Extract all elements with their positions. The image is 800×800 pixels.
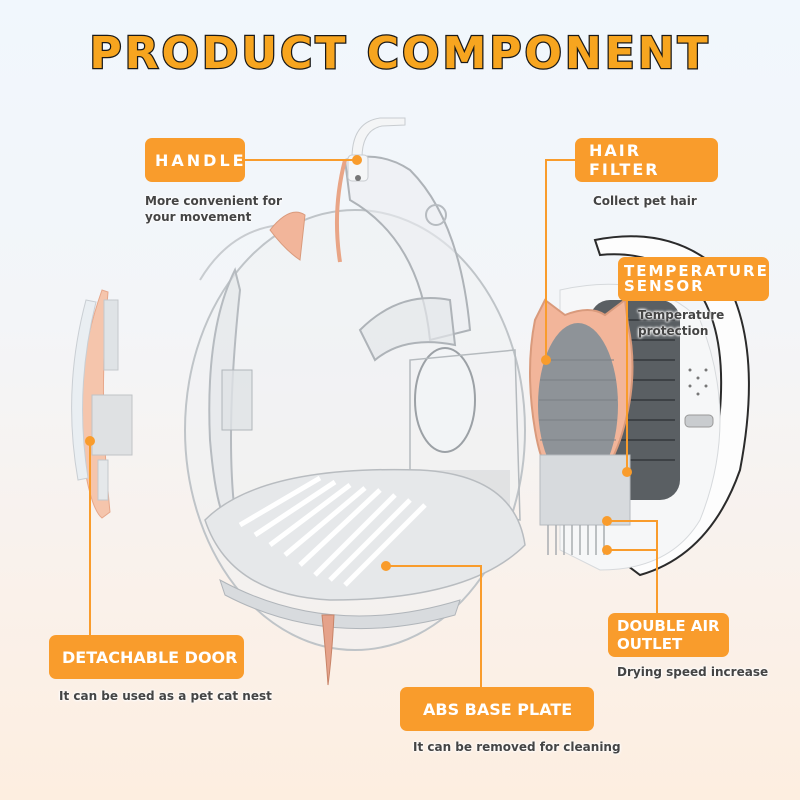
- label-hair-filter: HAIR FILTER: [575, 138, 718, 182]
- desc-temp-line1: Temperature: [638, 308, 725, 322]
- label-outlet-line2: OUTLET: [617, 635, 683, 653]
- desc-temperature-sensor: Temperature protection: [638, 307, 724, 339]
- desc-double-air-outlet: Drying speed increase: [617, 665, 769, 679]
- capsule-body-image: [184, 155, 526, 686]
- connector-temperature-sensor: [626, 301, 628, 471]
- connector-handle: [245, 159, 357, 161]
- label-outlet-line1: DOUBLE AIR: [617, 617, 720, 635]
- label-handle: HANDLE: [145, 138, 245, 182]
- desc-detachable-door: It can be used as a pet cat nest: [59, 689, 272, 703]
- label-abs-base-plate: ABS BASE PLATE: [400, 687, 594, 731]
- pointer-dot-outlet-2: [602, 545, 612, 555]
- detachable-door-image: [71, 289, 133, 519]
- pointer-dot-hair-filter: [541, 355, 551, 365]
- connector-base-v: [480, 565, 482, 689]
- label-double-air-outlet: DOUBLE AIR OUTLET: [608, 613, 729, 657]
- connector-hair-filter-v: [545, 159, 547, 359]
- desc-abs-base-plate: It can be removed for cleaning: [413, 740, 621, 754]
- connector-outlet-v: [656, 520, 658, 615]
- desc-handle-line1: More convenient for: [145, 194, 282, 208]
- label-temp-line2: SENSOR: [624, 277, 705, 295]
- desc-handle-line2: your movement: [145, 210, 252, 224]
- label-hair-filter-text: HAIR FILTER: [589, 141, 660, 179]
- label-door-text: DETACHABLE DOOR: [62, 647, 238, 667]
- desc-hair-filter: Collect pet hair: [593, 194, 697, 208]
- drying-unit-image: [529, 235, 750, 577]
- pointer-dot-door: [85, 436, 95, 446]
- connector-hair-filter-h: [545, 159, 575, 161]
- pointer-dot-outlet-1: [602, 516, 612, 526]
- pointer-dot-temperature-sensor: [622, 467, 632, 477]
- pointer-dot-handle: [352, 155, 362, 165]
- connector-outlet-h1: [608, 520, 658, 522]
- label-temperature-sensor: TEMPERATURE SENSOR: [618, 257, 769, 301]
- label-detachable-door: DETACHABLE DOOR: [49, 635, 244, 679]
- connector-door: [89, 440, 91, 637]
- label-base-text: ABS BASE PLATE: [423, 699, 573, 719]
- label-handle-text: HANDLE: [155, 150, 247, 170]
- label-temp-line1: TEMPERATURE: [624, 262, 769, 280]
- connector-base-h: [386, 565, 482, 567]
- desc-temp-line2: protection: [638, 324, 709, 338]
- desc-handle: More convenient for your movement: [145, 193, 282, 225]
- connector-outlet-h2: [608, 549, 658, 551]
- page-title: PRODUCT COMPONENT: [88, 27, 711, 81]
